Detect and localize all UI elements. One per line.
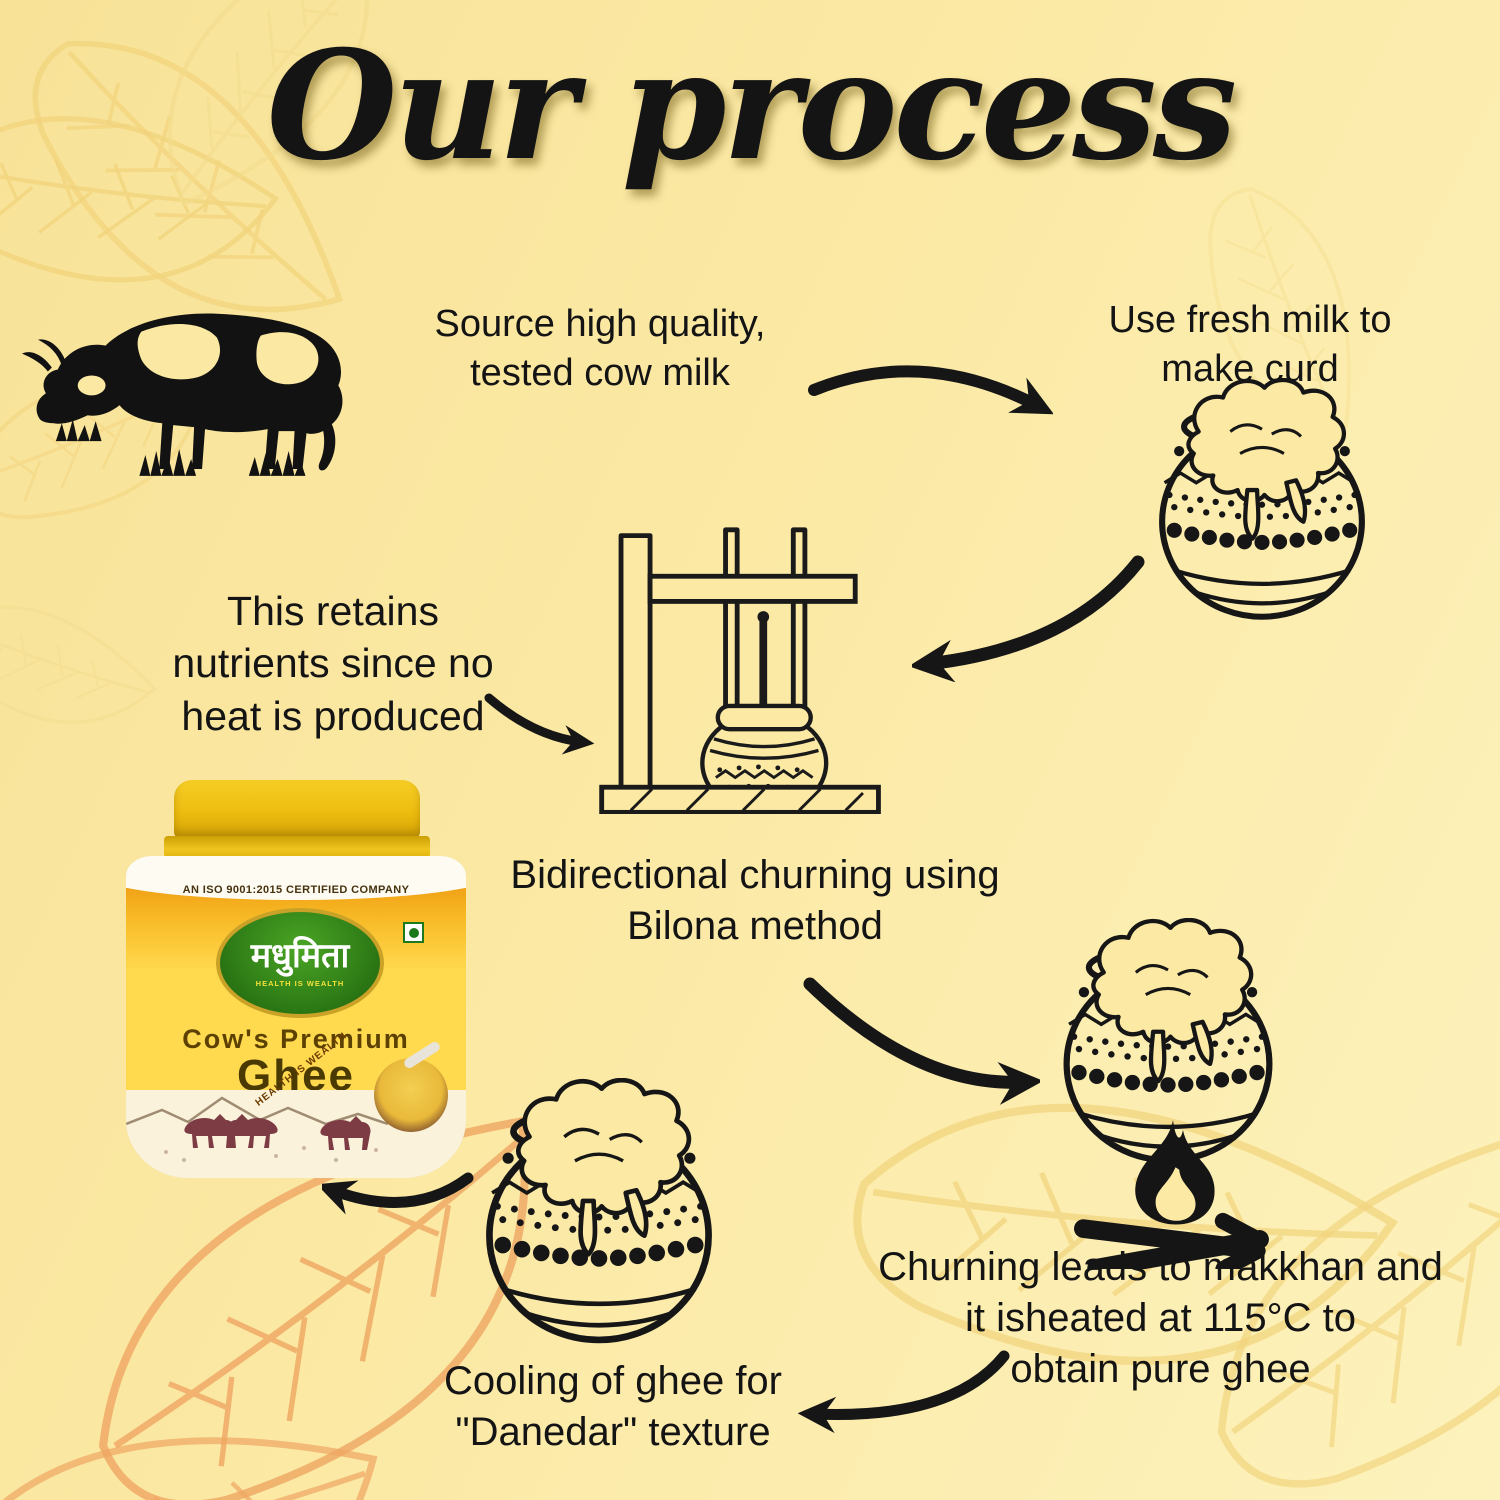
jar-body: AN ISO 9001:2015 CERTIFIED COMPANY मधुमि… [126, 856, 466, 1178]
flow-arrow-icon-4 [803, 977, 1040, 1105]
step-text-make-curd: Use fresh milk to make curd [1108, 299, 1392, 390]
flow-arrow-icon-6 [322, 1172, 474, 1215]
page-title: Our process [266, 18, 1238, 194]
curd-pot-icon [1128, 378, 1396, 628]
product-name-line1: Cow's Premium [182, 1024, 410, 1054]
flow-arrow-icon-5 [798, 1350, 1010, 1434]
flow-arrow-icon-1 [808, 365, 1053, 415]
jar-cap [174, 780, 420, 838]
veg-mark-icon [403, 922, 424, 943]
ghee-jar-product: AN ISO 9001:2015 CERTIFIED COMPANY मधुमि… [126, 780, 466, 1178]
flow-arrow-icon-2 [912, 555, 1145, 682]
cooling-pot-icon [452, 1078, 746, 1352]
ghee-bowl-artwork [374, 1040, 448, 1132]
step-text-source-milk: Source high quality, tested cow milk [434, 303, 766, 394]
jar-label-artwork: HEALTH IS WEALTH [126, 1030, 466, 1178]
step-text-heating: Churning leads to makkhan and it isheate… [878, 1245, 1443, 1392]
brand-tagline: HEALTH IS WEALTH [255, 978, 345, 988]
flow-arrow-icon-3 [484, 693, 595, 755]
cows-artwork [126, 1096, 389, 1162]
step-text-bilona-churning: Bidirectional churning using Bilona meth… [510, 853, 1000, 949]
fire-icon [1074, 1120, 1269, 1270]
brand-name-hindi: मधुमिता [250, 936, 350, 975]
jar-cap-ring [164, 836, 430, 858]
cow-icon [22, 313, 343, 476]
pot-on-fire-icon [1032, 918, 1304, 1171]
jar-certification-text: AN ISO 9001:2015 CERTIFIED COMPANY [182, 884, 410, 896]
brand-logo: मधुमिता HEALTH IS WEALTH [216, 908, 384, 1018]
bilona-churner-icon [599, 527, 881, 815]
step-text-retain-nutrients: This retains nutrients since no heat is … [172, 588, 494, 739]
step-text-cooling: Cooling of ghee for "Danedar" texture [443, 1359, 782, 1455]
